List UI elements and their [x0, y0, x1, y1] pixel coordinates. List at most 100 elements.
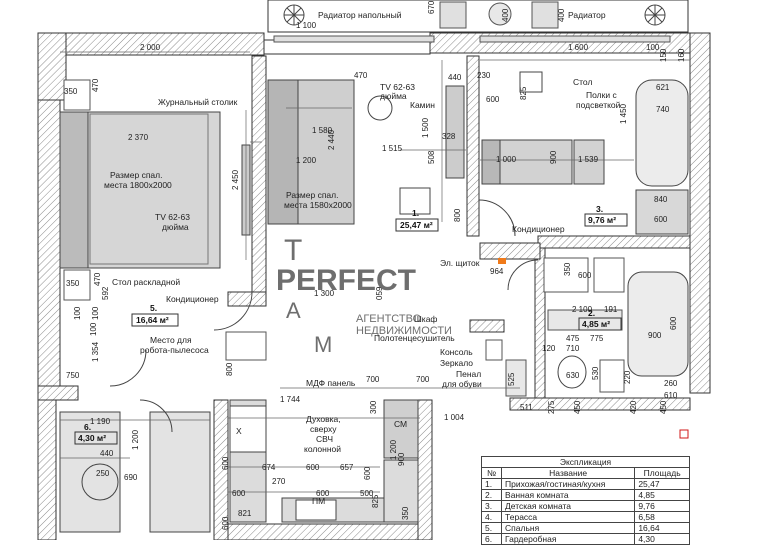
dim: 440: [448, 73, 462, 82]
dimension-lines: [60, 51, 690, 493]
row-name: Терасса: [501, 511, 636, 523]
dim: 2 100: [572, 305, 593, 314]
dim: 825: [519, 86, 528, 100]
dim: 690: [124, 473, 138, 482]
row-number: 2.: [480, 489, 503, 501]
label-shelves: Полки с: [586, 90, 617, 100]
label-console: Консоль: [440, 347, 473, 357]
explication-header-row: № Название Площадь: [480, 467, 690, 479]
header-area: Площадь: [634, 467, 690, 479]
dim: 150: [659, 48, 668, 62]
label-bed-sofa: Размер спал.: [286, 190, 338, 200]
dim: 1 200: [131, 429, 140, 450]
label-panel: Эл. щиток: [440, 258, 480, 268]
dim: 1 515: [382, 144, 403, 153]
dim: 657: [340, 463, 354, 472]
explication-table: Экспликация № Название Площадь 1. Прихож…: [480, 456, 690, 545]
label-coffee-table: Журнальный столик: [158, 97, 238, 107]
room-1-area: 25,47 м²: [400, 220, 433, 230]
dim: 700: [416, 375, 430, 384]
label-mdf-panel: МДФ панель: [306, 378, 356, 388]
dim: 100: [91, 306, 100, 320]
label-shoe-cabinet: Пенал: [456, 369, 481, 379]
room-3-number: 3.: [596, 204, 603, 214]
dim: 600: [654, 215, 668, 224]
terrace: [267, 0, 689, 33]
dim: 600: [669, 316, 678, 330]
dim: 328: [442, 132, 456, 141]
room-1-number: 1.: [412, 208, 419, 218]
dim: 300: [369, 400, 378, 414]
label-bed-sofa-2: места 1580х2000: [284, 200, 352, 210]
dim: 120: [542, 344, 556, 353]
row-number: 5.: [480, 522, 503, 534]
dim: 621: [656, 83, 670, 92]
furniture: [59, 35, 689, 533]
dim: 600: [221, 516, 230, 530]
dim: 1 539: [578, 155, 599, 164]
dim: 440: [100, 449, 114, 458]
row-number: 3.: [480, 500, 503, 512]
label-shelves-2: подсветкой: [576, 100, 621, 110]
watermark-logo-m: M: [314, 332, 332, 357]
accents: [498, 258, 689, 439]
header-number: №: [480, 467, 503, 479]
label-tv-living: TV 62-63: [380, 82, 415, 92]
row-number: 1.: [480, 478, 503, 490]
dim: 470: [91, 78, 100, 92]
room-6-number: 6.: [84, 422, 91, 432]
dim: 840: [654, 195, 668, 204]
dim: 400: [501, 8, 510, 22]
label-oven: Духовка,: [306, 414, 341, 424]
dim: 470: [93, 272, 102, 286]
text-labels: Радиатор напольный Радиатор Журнальный с…: [104, 10, 621, 506]
dim: 740: [656, 105, 670, 114]
dim: 500: [360, 489, 374, 498]
label-tv-bedroom: TV 62-63: [155, 212, 190, 222]
row-area: 9,76: [634, 500, 690, 512]
label-fridge: Х: [236, 426, 242, 436]
dim: 610: [664, 391, 678, 400]
watermark-line2: НЕДВИЖИМОСТИ: [356, 325, 452, 337]
dim: 1 004: [444, 413, 465, 422]
label-shoe-cabinet-2: для обуви: [442, 379, 482, 389]
label-folding-table: Стол раскладной: [112, 277, 180, 287]
room-6-area: 4,30 м²: [78, 433, 106, 443]
label-radiator-floor: Радиатор напольный: [318, 10, 402, 20]
room-5-area: 16,64 м²: [136, 315, 169, 325]
dim: 1 744: [280, 395, 301, 404]
dimension-values: 1 100 670 400 400 2 000 1 600 100 350 47…: [64, 0, 686, 530]
dim: 600: [578, 271, 592, 280]
dim: 1 000: [496, 155, 517, 164]
dim: 1 600: [568, 43, 589, 52]
dim: 230: [477, 71, 491, 80]
table-row: 2. Ванная комната 4,85: [480, 489, 690, 501]
dim: 700: [366, 375, 380, 384]
label-mirror: Зеркало: [440, 358, 473, 368]
row-area: 25,47: [634, 478, 690, 490]
room-labels: 1. 25,47 м² 2. 4,85 м² 3. 9,76 м² 5. 16,…: [74, 204, 628, 445]
row-area: 4,85: [634, 489, 690, 501]
dim: 1 500: [421, 117, 430, 138]
row-area: 6,58: [634, 511, 690, 523]
dim: 775: [590, 334, 604, 343]
label-oven-3: СВЧ: [316, 434, 333, 444]
dim: 270: [272, 477, 286, 486]
dim: 825: [371, 494, 380, 508]
table-row: 5. Спальня 16,64: [480, 522, 690, 534]
dim: 1 190: [90, 417, 111, 426]
watermark-line1: АГЕНТСТВО: [356, 313, 422, 325]
label-wardrobe: Шкаф: [414, 314, 437, 324]
dim: 470: [354, 71, 368, 80]
row-number: 6.: [480, 533, 503, 545]
dim: 350: [563, 262, 572, 276]
dim: 600: [486, 95, 500, 104]
dim: 1 200: [389, 439, 398, 460]
label-tv-bedroom-2: дюйма: [162, 222, 189, 232]
dim: 260: [664, 379, 678, 388]
dim: 450: [573, 400, 582, 414]
label-aircon-bedroom: Кондиционер: [166, 294, 219, 304]
row-name: Детская комната: [501, 500, 636, 512]
dim: 420: [629, 400, 638, 414]
room-5-number: 5.: [150, 303, 157, 313]
